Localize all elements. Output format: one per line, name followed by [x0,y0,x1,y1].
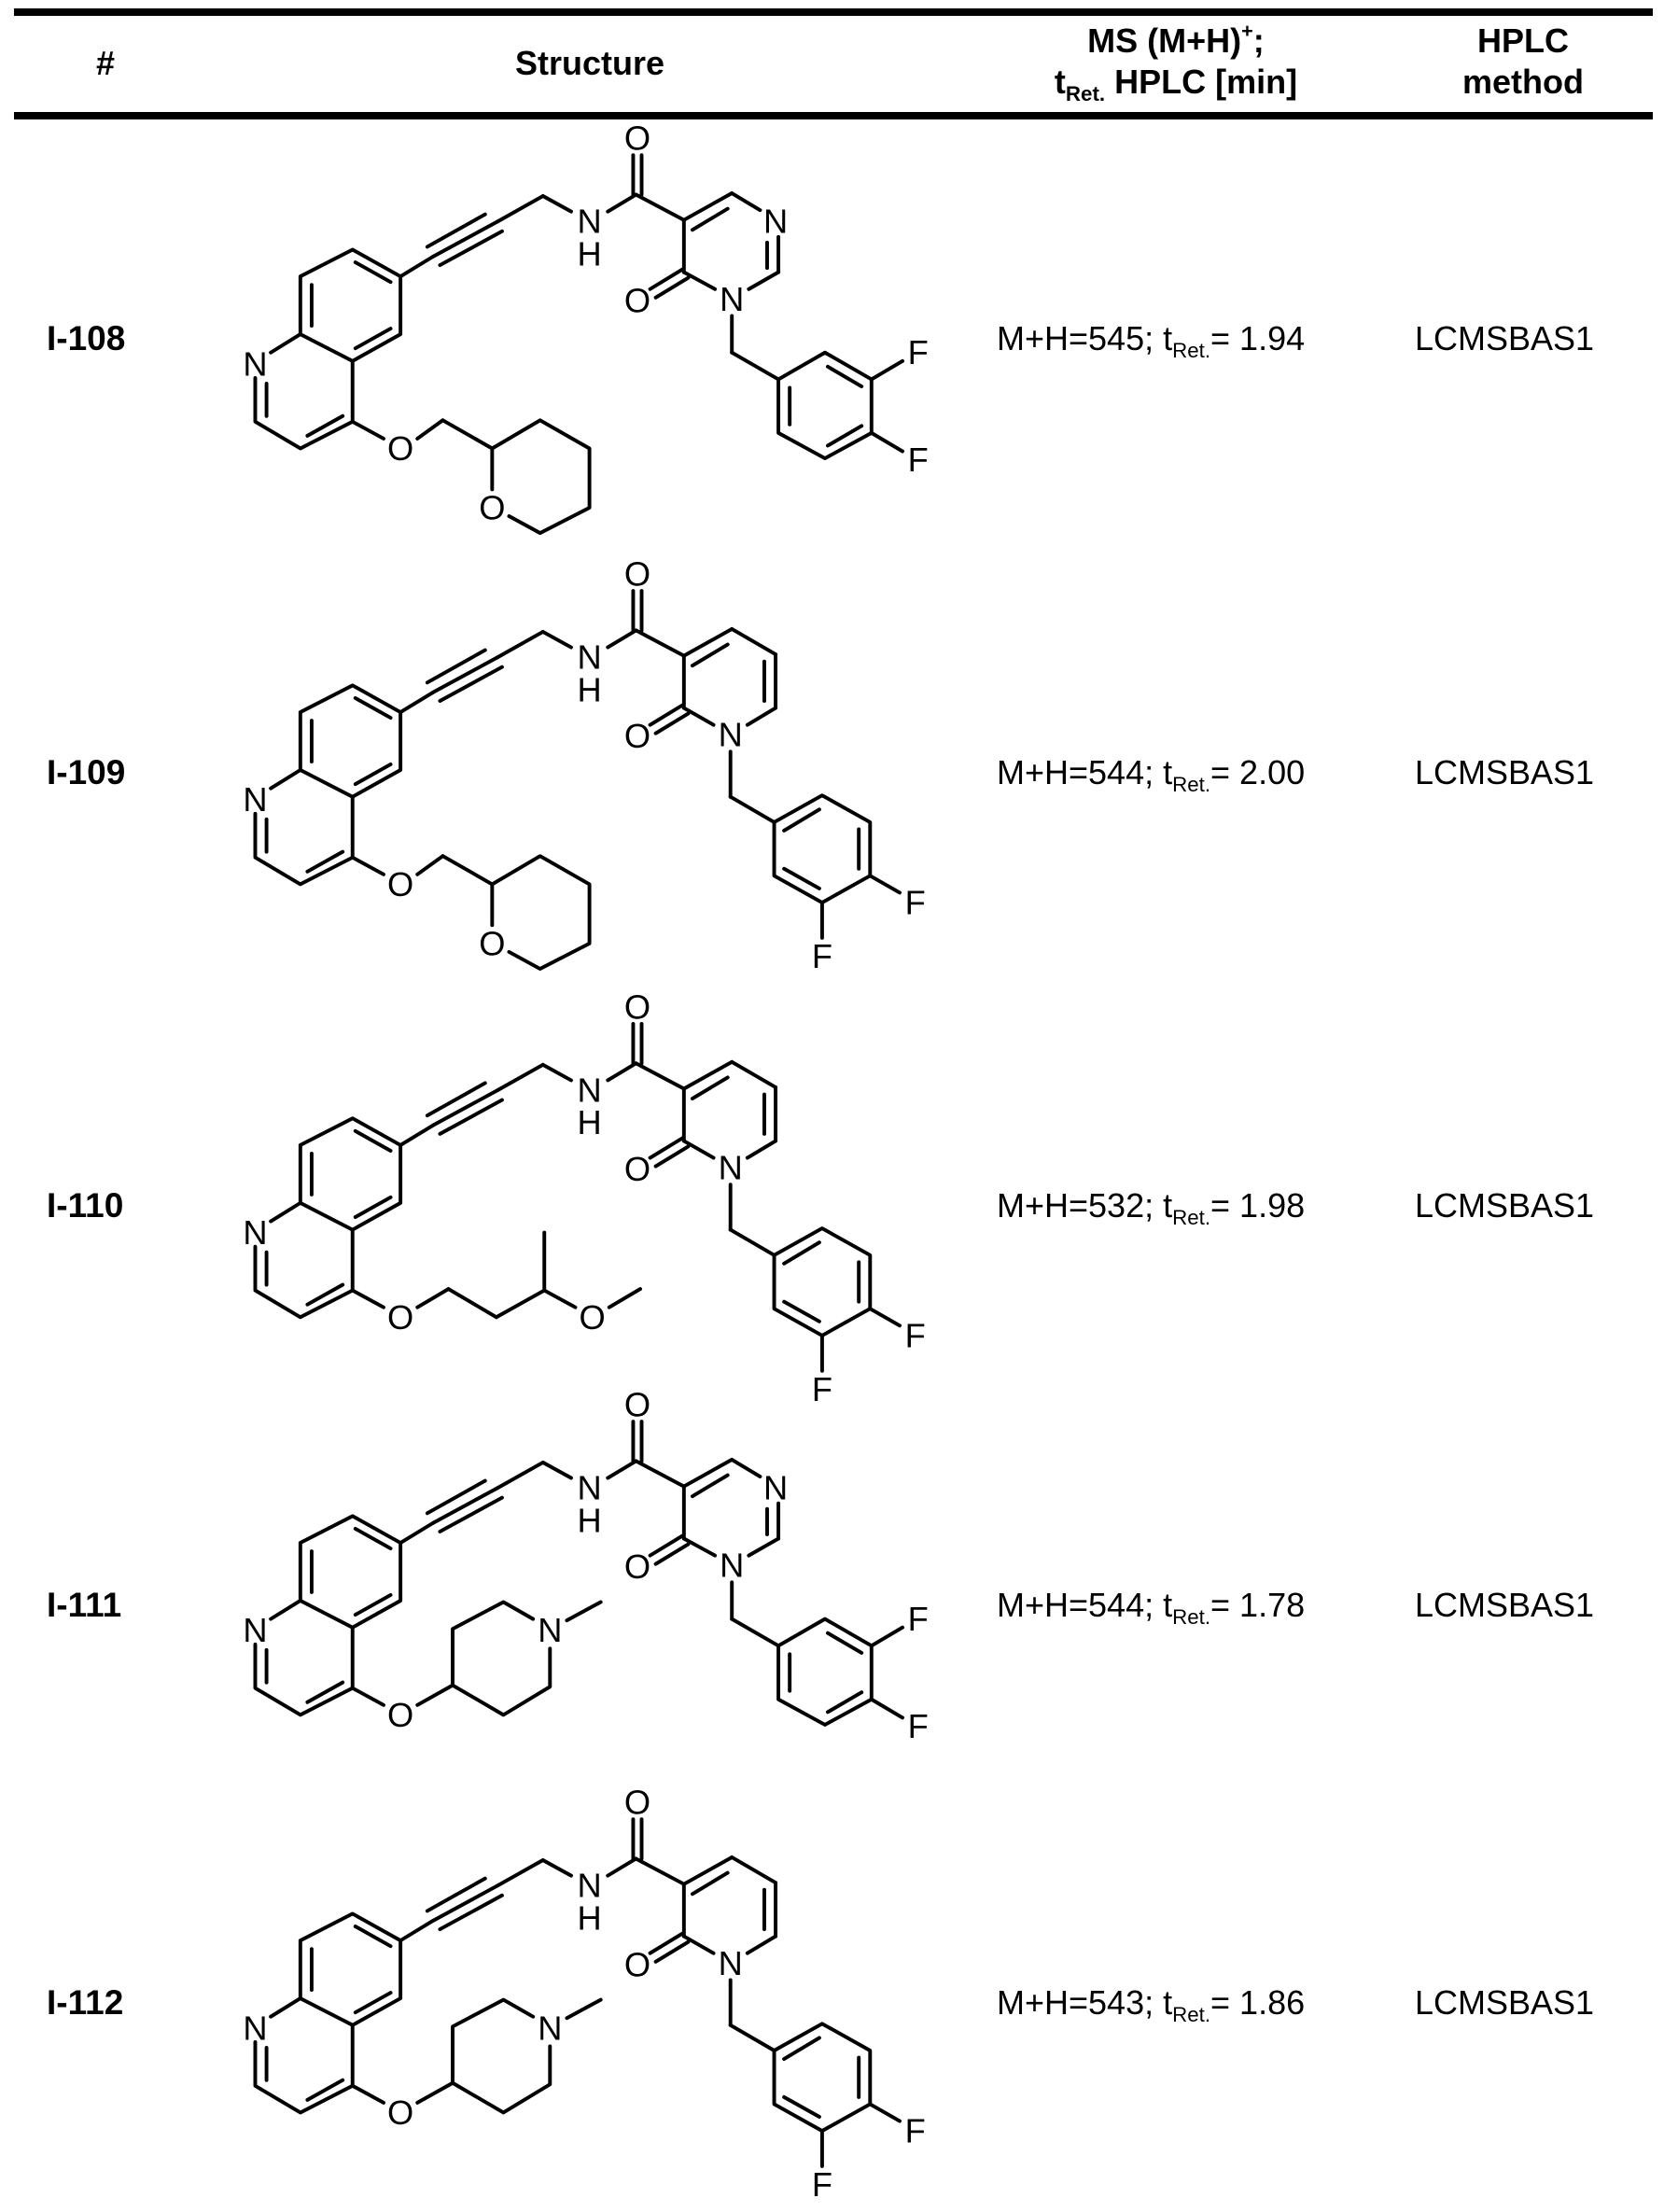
ms-value: M+H=544; tRet.= 1.78 [997,1586,1306,1628]
header-ms-suffix: ; [1252,21,1265,60]
hplc-method: LCMSBAS1 [1415,319,1595,357]
header-ret-sub: Ret. [1065,81,1106,105]
header-ms-sup: + [1241,18,1253,42]
table-header-rule [14,112,1653,119]
header-ms-line2: tRet. HPLC [min] [1054,62,1298,105]
ms-value: M+H=544; tRet.= 2.00 [997,753,1306,795]
hplc-method: LCMSBAS1 [1415,1586,1595,1624]
compound-id: I-112 [47,1983,124,2022]
compound-id: I-109 [47,753,126,791]
structure-I-110 [241,986,928,1410]
header-method-line2: method [1462,63,1584,101]
hplc-method: LCMSBAS1 [1415,1983,1595,2022]
header-method: HPLC method [1462,21,1584,103]
structure-I-111 [241,1383,930,1747]
ms-text: M+H=544; t [997,1586,1173,1624]
ms-rt: = 1.98 [1210,1186,1306,1225]
table-top-rule [14,8,1653,16]
header-ms-text: MS (M+H) [1087,21,1242,60]
ms-sub: Ret. [1172,1205,1211,1229]
ms-sub: Ret. [1172,338,1211,362]
ms-value: M+H=543; tRet.= 1.86 [997,1983,1306,2025]
ms-value: M+H=545; tRet.= 1.94 [997,319,1306,361]
ms-rt: = 2.00 [1210,753,1306,791]
header-ms: MS (M+H)+; tRet. HPLC [min] [1054,21,1298,105]
ms-rt: = 1.78 [1210,1586,1306,1624]
structure-I-108 [241,117,930,536]
ms-text: M+H=543; t [997,1983,1173,2022]
header-structure: Structure [514,44,665,82]
header-method-line1: HPLC [1477,21,1569,60]
hplc-method: LCMSBAS1 [1415,753,1595,791]
header-hplc-min: HPLC [min] [1105,63,1298,101]
ms-value: M+H=532; tRet.= 1.98 [997,1186,1306,1228]
ms-text: M+H=544; t [997,753,1173,791]
header-id: # [95,44,116,82]
ms-text: M+H=532; t [997,1186,1173,1225]
hplc-method: LCMSBAS1 [1415,1186,1595,1225]
compound-id: I-111 [47,1586,122,1624]
header-ms-line1: MS (M+H)+; [1055,21,1297,62]
structure-I-112 [241,1781,928,2205]
header-t: t [1054,63,1066,101]
compound-id: I-110 [47,1186,124,1225]
ms-rt: = 1.94 [1210,319,1306,357]
ms-text: M+H=545; t [997,319,1173,357]
ms-rt: = 1.86 [1210,1983,1306,2022]
ms-sub: Ret. [1172,2002,1211,2026]
structure-I-109 [241,553,928,977]
ms-sub: Ret. [1172,772,1211,796]
compound-id: I-108 [47,319,126,357]
ms-sub: Ret. [1172,1604,1211,1629]
